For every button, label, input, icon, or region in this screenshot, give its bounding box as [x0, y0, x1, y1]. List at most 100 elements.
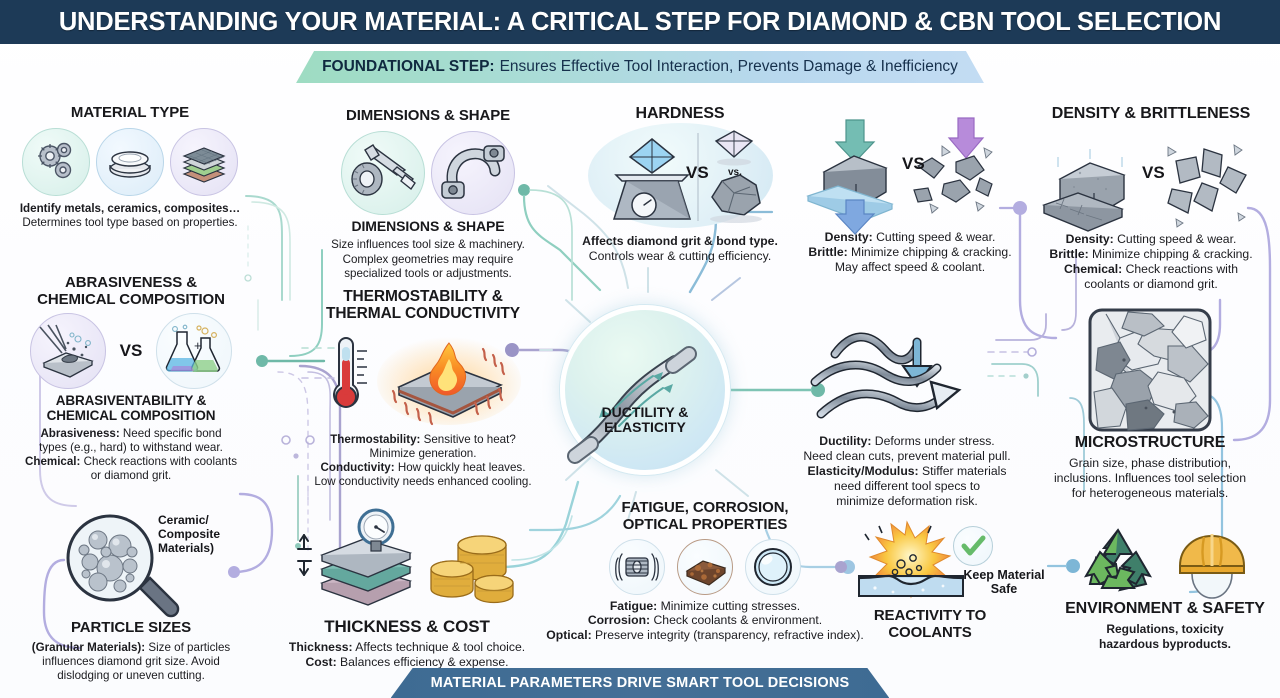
footer-banner: MATERIAL PARAMETERS DRIVE SMART TOOL DEC…: [391, 668, 890, 698]
fatigue-line1-label: Fatigue:: [609, 598, 658, 613]
abrasiveness-heading-2: CHEMICAL COMPOSITION: [37, 290, 225, 308]
fatigue-line3-text: Preserve integrity (transparency, refrac…: [591, 628, 864, 643]
node-microstructure: MICROSTRUCTURE Grain size, phase distrib…: [1030, 308, 1270, 501]
hardness-vs-small: vs.: [728, 166, 742, 178]
abrasiveness-vs-label: VS: [119, 340, 143, 360]
density-center-line1-label: Density:: [824, 230, 873, 244]
node-thickness-cost: THICKNESS & COST Thickness: Affects tech…: [262, 505, 552, 670]
rusted-block-icon: [677, 538, 733, 595]
db-line3-text: Check reactions with: [1122, 261, 1239, 276]
svg-text:+: +: [194, 338, 202, 353]
microstructure-line3: for heterogeneous materials.: [1071, 485, 1229, 500]
particle-line1-label: (Granular Materials):: [31, 640, 146, 654]
density-center-line2-label: Brittle:: [808, 244, 848, 259]
db-line1-text: Cutting speed & wear.: [1113, 231, 1237, 246]
db-line2-text: Minimize chipping & cracking.: [1088, 246, 1253, 261]
page-title: UNDERSTANDING YOUR MATERIAL: A CRITICAL …: [58, 7, 1222, 36]
node-abrasiveness: ABRASIVENESS & CHEMICAL COMPOSITION VS: [6, 274, 256, 483]
ductility-line4: need different tool specs to: [833, 478, 981, 493]
material-type-heading: MATERIAL TYPE: [70, 104, 190, 121]
vibrating-gear-icon: [609, 538, 665, 595]
fatigue-line2-label: Corrosion:: [587, 613, 651, 628]
hardness-line1: Affects diamond grit & bond type.: [582, 233, 778, 248]
fatigue-line2-text: Check coolants & environment.: [650, 613, 823, 628]
header-bar: UNDERSTANDING YOUR MATERIAL: A CRITICAL …: [0, 0, 1280, 44]
bending-arrows-icon: [782, 312, 1032, 432]
node-particle-sizes: Ceramic/ Composite Materials) PARTICLE S…: [6, 508, 256, 683]
composite-layers-icon: [170, 127, 238, 196]
node-material-type: MATERIAL TYPE: [10, 104, 250, 230]
ductility-line5: minimize deformation risk.: [836, 493, 978, 508]
thickness-line1-text: Affects technique & tool choice.: [352, 640, 526, 655]
microstructure-heading: MICROSTRUCTURE: [1074, 434, 1226, 451]
particle-callout-l1: Ceramic/: [158, 513, 209, 527]
thermo-line2: Minimize generation.: [369, 446, 477, 460]
density-center-line2-text: Minimize chipping & cracking.: [847, 244, 1012, 259]
particle-callout-l3: Materials): [158, 540, 215, 555]
ceramic-discs-icon: [96, 127, 164, 196]
hub-label-2: ELASTICITY: [604, 419, 686, 436]
grain-structure-icon: [1030, 308, 1270, 432]
coin-stacks-icon: [426, 519, 522, 615]
hard-hat-icon: [1170, 522, 1254, 602]
ductility-line3-text: Stiffer materials: [918, 463, 1007, 478]
thickness-line1-label: Thickness:: [288, 640, 353, 655]
thermo-line3-label: Conductivity:: [320, 461, 395, 474]
curved-part-icon: [431, 130, 515, 215]
gears-icon: [22, 127, 90, 196]
abrasiveness-line4: or diamond grit.: [90, 469, 172, 483]
footer-banner-wrap: MATERIAL PARAMETERS DRIVE SMART TOOL DEC…: [0, 662, 1280, 698]
particle-callout-l2: Composite: [158, 526, 221, 541]
thermometer-icon: [321, 335, 373, 419]
particle-callout: Ceramic/ Composite Materials): [158, 513, 221, 556]
keep-material-safe-label: Keep Material Safe: [949, 568, 1059, 597]
material-type-line2: Determines tool type based on properties…: [22, 215, 238, 229]
environment-line2: hazardous byproducts.: [1098, 636, 1232, 651]
hardness-line2: Controls wear & cutting efficiency.: [588, 248, 772, 263]
abrasiveness-subheading-2: CHEMICAL COMPOSITION: [46, 407, 216, 423]
hardness-vs-big: VS: [686, 162, 709, 182]
subtitle-text: Ensures Effective Tool Interaction, Prev…: [499, 58, 958, 75]
thermo-heading-1: THERMOSTABILITY &: [343, 288, 503, 305]
abrasiveness-line1-label: Abrasiveness:: [40, 426, 120, 440]
environment-heading: ENVIRONMENT & SAFETY: [1065, 600, 1265, 617]
db-line4: coolants or diamond grit.: [1084, 276, 1218, 291]
thickness-line2-text: Balances efficiency & expense.: [336, 654, 509, 669]
node-thermostability: THERMOSTABILITY & THERMAL CONDUCTIVITY: [288, 288, 558, 489]
db-line1-label: Density:: [1065, 231, 1114, 246]
ductility-line3-label: Elasticity/Modulus:: [807, 463, 919, 478]
fatigue-heading-1: FATIGUE, CORROSION,: [621, 499, 789, 516]
recycle-icon: [1076, 522, 1160, 602]
reactivity-heading-1: REACTIVITY TO: [873, 607, 987, 624]
node-density-center: VS Density: Cutting speed & wear. Brittl…: [790, 117, 1030, 275]
density-center-vs: VS: [902, 154, 925, 173]
reactivity-heading-2: COOLANTS: [888, 623, 972, 641]
hardness-heading: HARDNESS: [635, 105, 725, 122]
dimensions-subheading: DIMENSIONS & SHAPE: [351, 217, 505, 234]
ductility-line1-text: Deforms under stress.: [871, 434, 995, 448]
density-brittleness-heading: DENSITY & BRITTLENESS: [1051, 105, 1251, 122]
abrasiveness-heading-1: ABRASIVENESS &: [65, 274, 197, 291]
abrasiveness-line2: types (e.g., hard) to withstand wear.: [39, 440, 223, 454]
fatigue-heading-2: OPTICAL PROPERTIES: [622, 515, 788, 533]
green-check-icon: [953, 526, 993, 566]
node-environment-safety: ENVIRONMENT & SAFETY Regulations, toxici…: [1050, 522, 1280, 651]
thermo-heading-2: THERMAL CONDUCTIVITY: [325, 305, 521, 323]
ductility-line1-label: Ductility:: [819, 434, 872, 448]
node-density-brittleness: DENSITY & BRITTLENESS: [1026, 105, 1276, 291]
environment-line1: Regulations, toxicity: [1106, 621, 1224, 636]
density-brittleness-vs: VS: [1142, 162, 1165, 182]
particle-sizes-heading: PARTICLE SIZES: [71, 619, 191, 636]
gauge-layers-icon: [292, 505, 422, 615]
abrasiveness-subheading-1: ABRASIVENTABILITY &: [55, 392, 207, 408]
microstructure-line1: Grain size, phase distribution,: [1069, 455, 1231, 470]
thermo-line3-text: How quickly heat leaves.: [394, 461, 526, 474]
optical-lens-icon: [745, 538, 801, 595]
thickness-line2-label: Cost:: [305, 654, 337, 669]
material-type-line1: Identify metals, ceramics, composites…: [19, 201, 241, 215]
db-line3-label: Chemical:: [1063, 261, 1123, 276]
subtitle-banner-wrap: FOUNDATIONAL STEP: Ensures Effective Too…: [0, 50, 1280, 84]
density-center-line3: May affect speed & coolant.: [834, 259, 986, 274]
density-center-line1-text: Cutting speed & wear.: [872, 230, 996, 244]
